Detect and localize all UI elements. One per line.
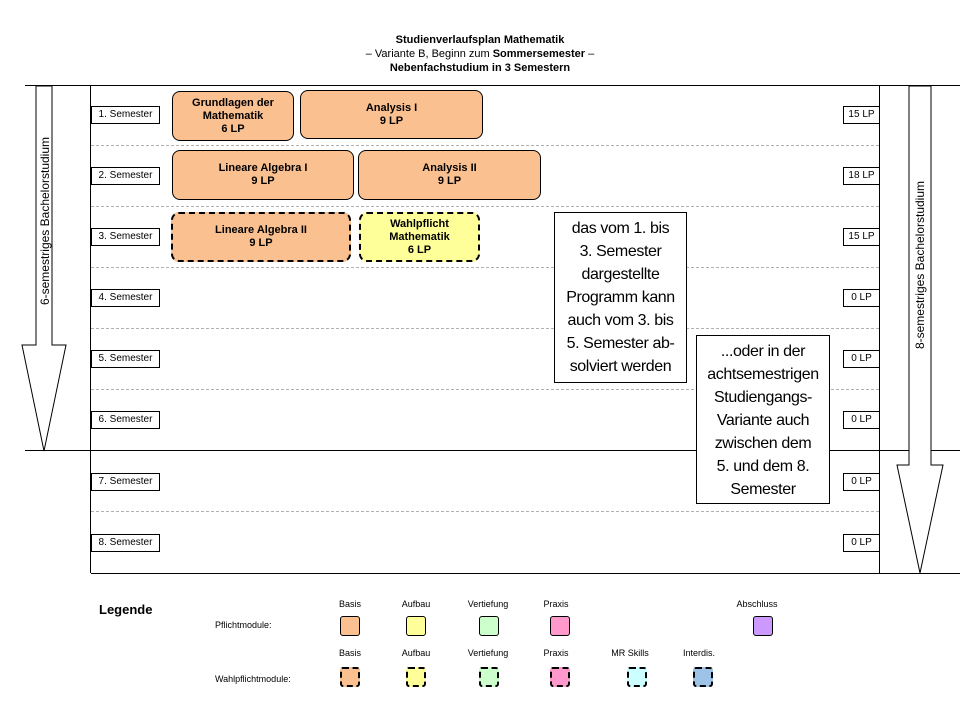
- note-line: 3. Semester: [579, 243, 662, 260]
- semester-separator: [91, 145, 879, 146]
- legend-pflicht-abschluss-swatch: [753, 616, 773, 636]
- semester-label-8: 8. Semester: [91, 534, 160, 552]
- module-lp: 6 LP: [221, 122, 245, 135]
- legend-wahlpflicht-aufbau-label: Aufbau: [401, 648, 431, 658]
- note-line: dargestellte: [581, 266, 660, 283]
- note-line: 5. und dem 8.: [716, 458, 810, 475]
- note-line: Studiengangs-: [714, 389, 812, 406]
- semester-label-4: 4. Semester: [91, 289, 160, 307]
- semester-lp-3: 15 LP: [843, 228, 880, 246]
- module-lp: 9 LP: [437, 175, 462, 187]
- semester-separator: [91, 206, 879, 207]
- semester-separator: [91, 511, 879, 512]
- note-line: solviert werden: [569, 358, 672, 375]
- legend-wahlpflicht-interdis-swatch: [693, 667, 713, 687]
- eight-semester-arrow-label: 8-semestriges Bachelorstudium: [913, 180, 927, 350]
- module-lp: 6 LP: [407, 243, 432, 256]
- semester-lp-7: 0 LP: [843, 473, 880, 491]
- semester-separator: [91, 389, 879, 390]
- semester-label-3: 3. Semester: [91, 228, 160, 246]
- six-semester-arrow-label: 6-semestriges Bachelorstudium: [38, 136, 52, 306]
- title-line-2-season: Sommersemester: [492, 48, 586, 60]
- legend-wahlpflicht-interdis-label: Interdis.: [682, 648, 715, 658]
- title-line-1: Studienverlaufsplan Mathematik: [395, 34, 565, 46]
- legend-pflicht-praxis-label: Praxis: [543, 599, 569, 609]
- note-line: 5. Semester ab-: [566, 335, 675, 352]
- title-line-2-prefix: – Variante B, Beginn zum: [365, 48, 493, 60]
- legend-pflicht-basis-swatch: [340, 616, 360, 636]
- semester-lp-5: 0 LP: [843, 350, 880, 368]
- frame-right-line: [879, 85, 880, 573]
- note-line: Variante auch: [716, 412, 810, 429]
- legend-wahlpflicht-mr-skills-label: MR Skills: [611, 648, 649, 658]
- semester-label-6: 6. Semester: [91, 411, 160, 429]
- title-line-2: – Variante B, Beginn zum Sommersemester …: [0, 47, 960, 61]
- frame-top-line: [25, 85, 960, 86]
- module-name: Wahlpflicht Mathematik: [389, 217, 450, 243]
- semester-label-2: 2. Semester: [91, 167, 160, 185]
- legend-wahlpflicht-praxis-label: Praxis: [543, 648, 569, 658]
- semester-lp-6: 0 LP: [843, 411, 880, 429]
- semester-separator: [91, 267, 879, 268]
- note-line: Semester: [730, 481, 796, 498]
- legend-wahlpflicht-mr-skills-swatch: [627, 667, 647, 687]
- module-name: Lineare Algebra I: [218, 162, 308, 174]
- title-line-3: Nebenfachstudium in 3 Semestern: [389, 62, 571, 74]
- legend-pflicht-label: Pflichtmodule:: [215, 620, 272, 630]
- semester-label-7: 7. Semester: [91, 473, 160, 491]
- module-name: Lineare Algebra II: [215, 224, 307, 236]
- legend-pflicht-aufbau-swatch: [406, 616, 426, 636]
- note-semester-shift: das vom 1. bis 3. Semester dargestellte …: [554, 212, 687, 383]
- module-name: Analysis II: [422, 162, 477, 174]
- frame-bottom-line: [91, 573, 960, 574]
- semester-lp-8: 0 LP: [843, 534, 880, 552]
- note-eight-semester-variant: ...oder in der achtsemestrigen Studienga…: [696, 335, 830, 504]
- note-line: das vom 1. bis: [571, 220, 670, 237]
- legend-wahlpflicht-basis-label: Basis: [338, 648, 361, 658]
- module-lp: 9 LP: [379, 114, 404, 127]
- note-line: achtsemestrigen: [707, 366, 819, 383]
- legend-wahlpflicht-basis-swatch: [340, 667, 360, 687]
- module-lp: 9 LP: [249, 237, 273, 249]
- diagram-title: Studienverlaufsplan Mathematik – Variant…: [0, 33, 960, 75]
- legend-pflicht-aufbau-label: Aufbau: [401, 599, 431, 609]
- frame-left-line: [90, 85, 91, 573]
- module-name: Grundlagen der Mathematik: [192, 96, 274, 122]
- legend-wahlpflicht-aufbau-swatch: [406, 667, 426, 687]
- eight-semester-arrow: [896, 85, 944, 574]
- legend-pflicht-vertiefung-label: Vertiefung: [467, 599, 509, 609]
- semester-lp-1: 15 LP: [843, 106, 880, 124]
- legend-pflicht-vertiefung-swatch: [479, 616, 499, 636]
- note-line: Programm kann: [566, 289, 675, 306]
- legend-wahlpflicht-praxis-swatch: [550, 667, 570, 687]
- semester-label-1: 1. Semester: [91, 106, 160, 124]
- semester-label-5: 5. Semester: [91, 350, 160, 368]
- legend-wahlpflicht-label: Wahlpflichtmodule:: [215, 674, 291, 684]
- note-line: ...oder in der: [720, 343, 806, 360]
- semester-lp-2: 18 LP: [843, 167, 880, 185]
- semester-lp-4: 0 LP: [843, 289, 880, 307]
- six-semester-boundary-line: [25, 450, 960, 451]
- legend-wahlpflicht-vertiefung-label: Vertiefung: [467, 648, 509, 658]
- legend-pflicht-praxis-swatch: [550, 616, 570, 636]
- module-name: Analysis I: [365, 101, 418, 114]
- legend-pflicht-basis-label: Basis: [338, 599, 361, 609]
- legend-heading: Legende: [99, 602, 153, 617]
- note-line: zwischen dem: [714, 435, 812, 452]
- six-semester-arrow: [21, 85, 67, 452]
- legend-pflicht-abschluss-label: Abschluss: [736, 599, 778, 609]
- semester-separator: [91, 328, 879, 329]
- legend-wahlpflicht-vertiefung-swatch: [479, 667, 499, 687]
- note-line: auch vom 3. bis: [567, 312, 674, 329]
- module-lp: 9 LP: [251, 175, 275, 187]
- title-line-2-suffix: –: [585, 48, 595, 60]
